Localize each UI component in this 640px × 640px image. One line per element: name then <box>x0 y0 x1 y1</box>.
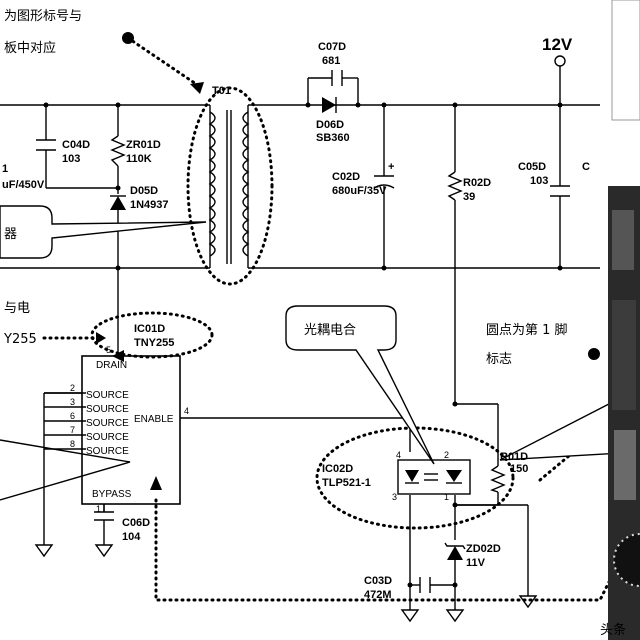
c07d-capacitor <box>331 70 343 86</box>
ic02d-pin-labels: 1 2 3 4 <box>392 450 449 502</box>
supply-terminal-icon <box>554 55 566 67</box>
pin-label-source-2: SOURCE <box>86 404 129 415</box>
opto-pin-number: 3 <box>392 492 397 502</box>
pin-label-enable: ENABLE <box>134 414 174 425</box>
c-partial-label: C <box>582 161 590 173</box>
c02d-capacitor <box>373 175 395 189</box>
ic01d-chip <box>44 350 181 512</box>
pin-label-source-5: SOURCE <box>86 446 129 457</box>
annotation-text-top-2: 板中对应 <box>4 40 56 56</box>
bulk-cap-value: uF/450V <box>2 179 45 191</box>
pin-number: 6 <box>70 411 75 421</box>
opto-pin-number: 1 <box>444 492 449 502</box>
r01d-value: 150 <box>510 463 528 475</box>
pin-number: 2 <box>70 383 75 393</box>
c02d-value: 680uF/35V <box>332 185 387 197</box>
t01-transformer <box>208 105 250 268</box>
component-labels: T01 C07D 681 D06D SB360 12V C04D 103 ZR0… <box>2 35 590 601</box>
c02d-polarity: + <box>388 161 394 173</box>
pin-number: 5 <box>106 345 111 355</box>
junction-dots <box>43 102 563 588</box>
ic02d-optocoupler <box>397 459 471 495</box>
r02d-resistor <box>447 171 463 201</box>
pin-label-source-3: SOURCE <box>86 418 129 429</box>
c02d-label: C02D <box>332 171 360 183</box>
c05d-value: 103 <box>530 175 548 187</box>
d06d-label: D06D <box>316 119 344 131</box>
c04d-label: C04D <box>62 139 90 151</box>
opto-pin-number: 4 <box>396 450 401 460</box>
annotation-texts: 为图形标号与 板中对应 与电 Y255 光耦电合 圆点为第 1 脚 标志 器 头… <box>3 9 626 638</box>
ic02d-part: TLP521-1 <box>322 477 371 489</box>
ic01d-part: TNY255 <box>134 337 174 349</box>
c06d-label: C06D <box>122 517 150 529</box>
r01d-label: R01D <box>500 451 528 463</box>
pin-number: 8 <box>70 439 75 449</box>
ic01d-label: IC01D <box>134 323 165 335</box>
annotation-text-left-2: Y255 <box>3 332 37 347</box>
c03d-capacitor <box>419 577 431 593</box>
transformer-callout: 器 <box>4 227 17 242</box>
c06d-capacitor <box>94 511 114 521</box>
r02d-value: 39 <box>463 191 475 203</box>
annotation-text-left-1: 与电 <box>4 301 30 316</box>
zd02d-zener <box>444 542 466 560</box>
opto-pin-number: 2 <box>444 450 449 460</box>
d06d-diode <box>322 97 337 113</box>
board-photo <box>608 0 640 640</box>
c04d-capacitor <box>36 139 56 151</box>
c05d-label: C05D <box>518 161 546 173</box>
d05d-diode <box>110 195 126 210</box>
c06d-value: 104 <box>122 531 141 543</box>
pin-label-drain: DRAIN <box>96 360 127 371</box>
ic02d-label: IC02D <box>322 463 353 475</box>
annotation-text-top-1: 为图形标号与 <box>4 9 82 24</box>
pin-number: 1 <box>96 504 101 514</box>
ground-icon <box>34 544 538 623</box>
ic01d-pin-labels: DRAIN SOURCE SOURCE SOURCE SOURCE SOURCE… <box>70 345 189 514</box>
c04d-value: 103 <box>62 153 80 165</box>
speech-bubbles <box>0 205 640 501</box>
optocoupler-callout: 光耦电合 <box>304 323 356 338</box>
pin-label-source-4: SOURCE <box>86 432 129 443</box>
pin-label-bypass: BYPASS <box>92 489 132 500</box>
bulk-cap-label: 1 <box>2 163 8 175</box>
pin-label-source-1: SOURCE <box>86 390 129 401</box>
c03d-label: C03D <box>364 575 392 587</box>
r02d-label: R02D <box>463 177 491 189</box>
zr01d-value: 110K <box>126 153 152 165</box>
pin-number: 4 <box>184 406 189 416</box>
watermark-text: 头条 <box>600 622 626 638</box>
c05d-capacitor <box>550 185 570 197</box>
zd02d-value: 11V <box>466 557 486 569</box>
c07d-value: 681 <box>322 55 340 67</box>
c07d-label: C07D <box>318 41 346 53</box>
supply-voltage-label: 12V <box>542 35 573 54</box>
zr01d-label: ZR01D <box>126 139 161 151</box>
c03d-value: 472M <box>364 589 392 601</box>
pin1-note-1: 圆点为第 1 脚 <box>486 322 568 338</box>
pin-number: 3 <box>70 397 75 407</box>
pin1-note-2: 标志 <box>486 352 512 367</box>
r01d-resistor <box>490 465 506 493</box>
zd02d-label: ZD02D <box>466 543 501 555</box>
zr01d-resistor <box>110 135 126 167</box>
d05d-value: 1N4937 <box>130 199 169 211</box>
t01-label: T01 <box>212 85 231 97</box>
d06d-value: SB360 <box>316 132 350 144</box>
d05d-label: D05D <box>130 185 158 197</box>
pin-number: 7 <box>70 425 75 435</box>
